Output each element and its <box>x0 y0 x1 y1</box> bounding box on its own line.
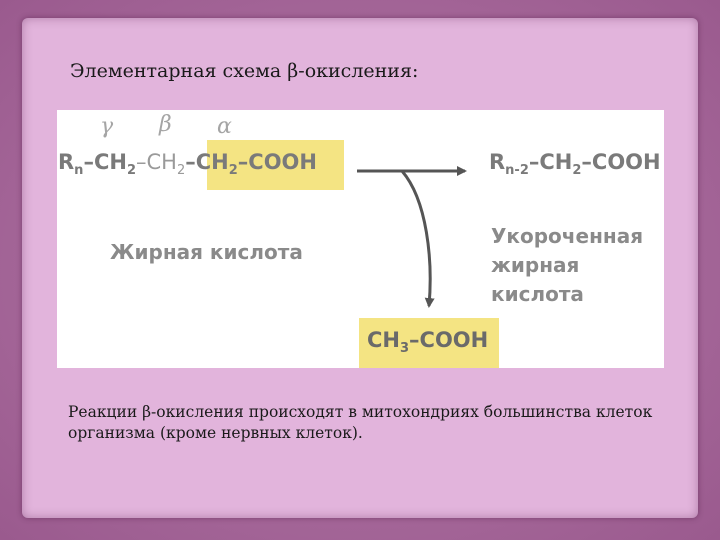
methyl-subscript: 3 <box>400 341 410 357</box>
side-product-arrow <box>400 170 435 308</box>
beta-ch2: –CH <box>135 150 177 174</box>
gamma-label: γ <box>100 114 114 139</box>
product-ch2: –CH <box>528 150 573 174</box>
methyl-group: CH <box>367 328 400 352</box>
gamma-ch2-sub: 2 <box>126 163 136 179</box>
slide-title: Элементарная схема β-окисления: <box>70 60 419 82</box>
carboxyl-group: –COOH <box>237 150 317 174</box>
alpha-label: α <box>217 114 232 139</box>
product-r-subscript: n-2 <box>505 163 529 179</box>
product-carboxyl: –COOH <box>581 150 661 174</box>
beta-label: β <box>159 112 172 137</box>
gamma-ch2: –CH <box>83 150 127 174</box>
acetic-carboxyl: –COOH <box>409 328 489 352</box>
shortened-acid-formula: Rn-2–CH2–COOH <box>489 150 661 178</box>
reaction-arrows <box>357 166 467 308</box>
alpha-ch2: –CH <box>185 150 229 174</box>
shortened-acid-label: Укороченная жирная кислота <box>491 222 664 309</box>
product-r-group: R <box>489 150 506 174</box>
slide-caption: Реакции β-окисления происходят в митохон… <box>68 403 653 442</box>
acyl-highlight <box>207 140 344 190</box>
beta-oxidation-scheme: γ β α Rn–CH2–CH2–CH2–COOH Жирная кислота… <box>57 110 664 368</box>
r-group: R <box>58 150 75 174</box>
shortened-acid-label-line1: Укороченная <box>491 224 644 248</box>
acetic-acid-formula: CH3–COOH <box>367 328 488 356</box>
fatty-acid-formula: Rn–CH2–CH2–CH2–COOH <box>58 150 317 178</box>
product-ch2-sub: 2 <box>572 163 582 179</box>
beta-ch2-sub: 2 <box>176 163 186 179</box>
fatty-acid-label: Жирная кислота <box>110 240 303 264</box>
r-subscript: n <box>74 163 84 179</box>
shortened-acid-label-line2: жирная кислота <box>491 253 584 306</box>
acetic-highlight <box>359 318 499 368</box>
alpha-ch2-sub: 2 <box>228 163 238 179</box>
